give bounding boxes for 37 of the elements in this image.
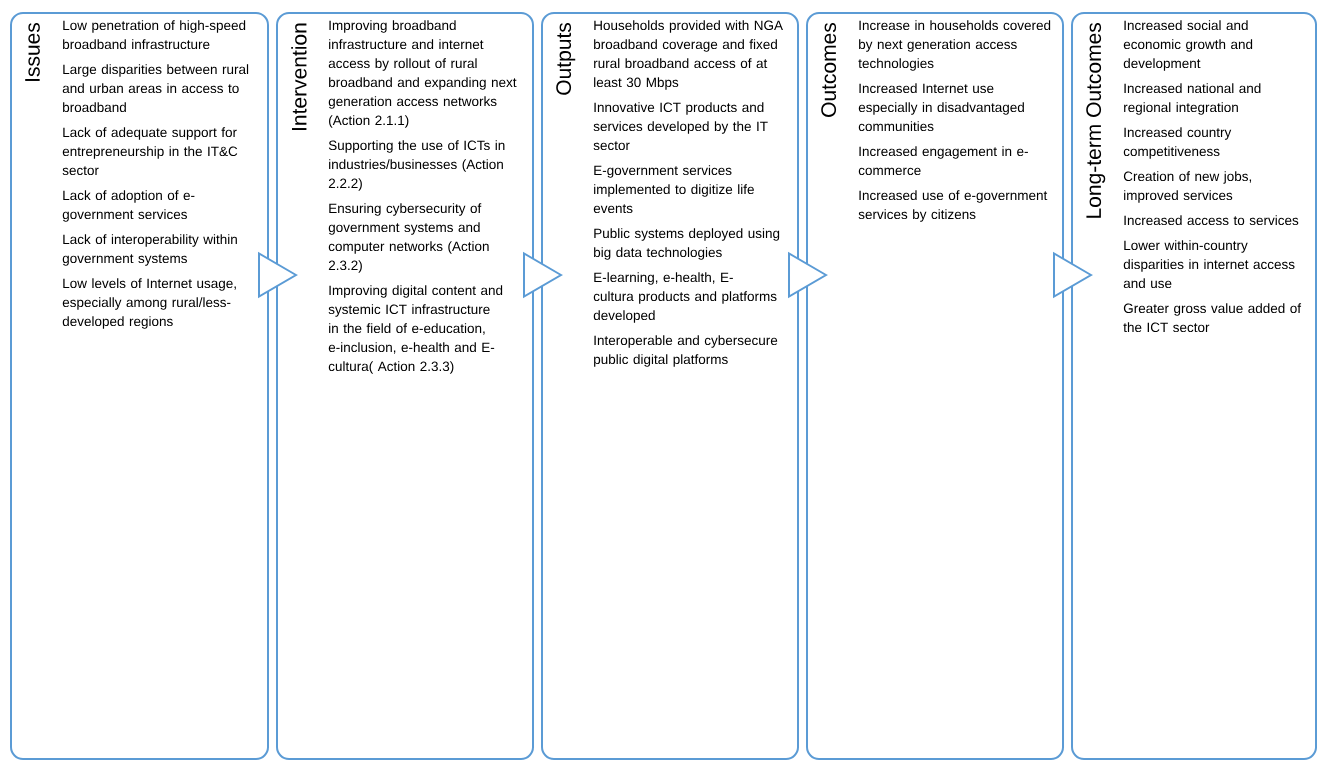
list-item: Innovative ICT products and services developed by the IT sector [593,102,768,151]
panel-heading: Outputs [556,22,576,95]
list-item: Lack of adequate support for entrepreneurship in the IT&C sector [62,127,238,176]
stage-panel [541,12,799,760]
list-item: E-learning, e-health, E-cultura products and platforms developed [593,272,777,323]
list-item: Increase in households covered by next generation access technologies [858,20,1051,71]
list-item: Low penetration of high-speed broadband infrastructure [63,20,246,50]
list-item: Increased use of e-government services by citizens [858,190,1048,222]
list-item: Improving digital content and systemic ICT infrastructure in the field of e-education, e-inclusion, e-health and E-cultura( Action 2.3.3) [328,285,503,374]
list-item: Creation of new jobs, improved services [1123,171,1252,203]
list-item: Households provided with NGA broadband coverage and fixed rural broadband access of at least 30 Mbps [594,20,783,90]
list-item: Increased country competitiveness [1123,127,1232,159]
stage-panel [276,12,534,760]
list-item: Public systems deployed using big data technologies [594,228,780,260]
list-item: Increased Internet use especially in disadvantaged communities [858,83,1024,132]
panel-heading: Outcomes [821,22,837,117]
list-item: Lower within-country disparities in internet access and use [1123,240,1295,289]
stage-panel [806,12,1064,760]
stage-panel [10,12,269,760]
list-item: Low levels of Internet usage, especially among rural/less-developed regions [62,278,236,329]
list-item: Increased engagement in e-commerce [858,146,1028,176]
list-item: Increased national and regional integration [1124,83,1261,115]
list-item: Increased social and economic growth and development [1123,20,1253,71]
list-item: Lack of interoperability within government systems [62,234,237,266]
list-item: Increased access to services [1124,215,1299,226]
list-item: Improving broadband infrastructure and internet access by rollout of rural broadband and expanding next generation access networks (Action 2.1.1) [328,20,517,128]
list-item: Greater gross value added of the ICT sector [1123,303,1302,333]
panel-heading: Long-term Outcomes [1086,23,1106,218]
list-item: E-government services implemented to digitize life events [593,165,754,214]
stage-panel [1071,12,1317,760]
list-item: Supporting the use of ICTs in industries/businesses (Action 2.2.2) [328,140,505,191]
list-item: Large disparities between rural and urban areas in access to broadband [62,64,249,113]
panel-heading: Issues [25,22,40,81]
panel-heading: Intervention [291,23,307,130]
list-item: Ensuring cybersecurity of government systems and computer networks (Action 2.3.2) [328,203,489,273]
list-item: Interoperable and cybersecure public digital platforms [594,335,778,367]
list-item: Lack of adoption of e-government services [62,190,195,222]
